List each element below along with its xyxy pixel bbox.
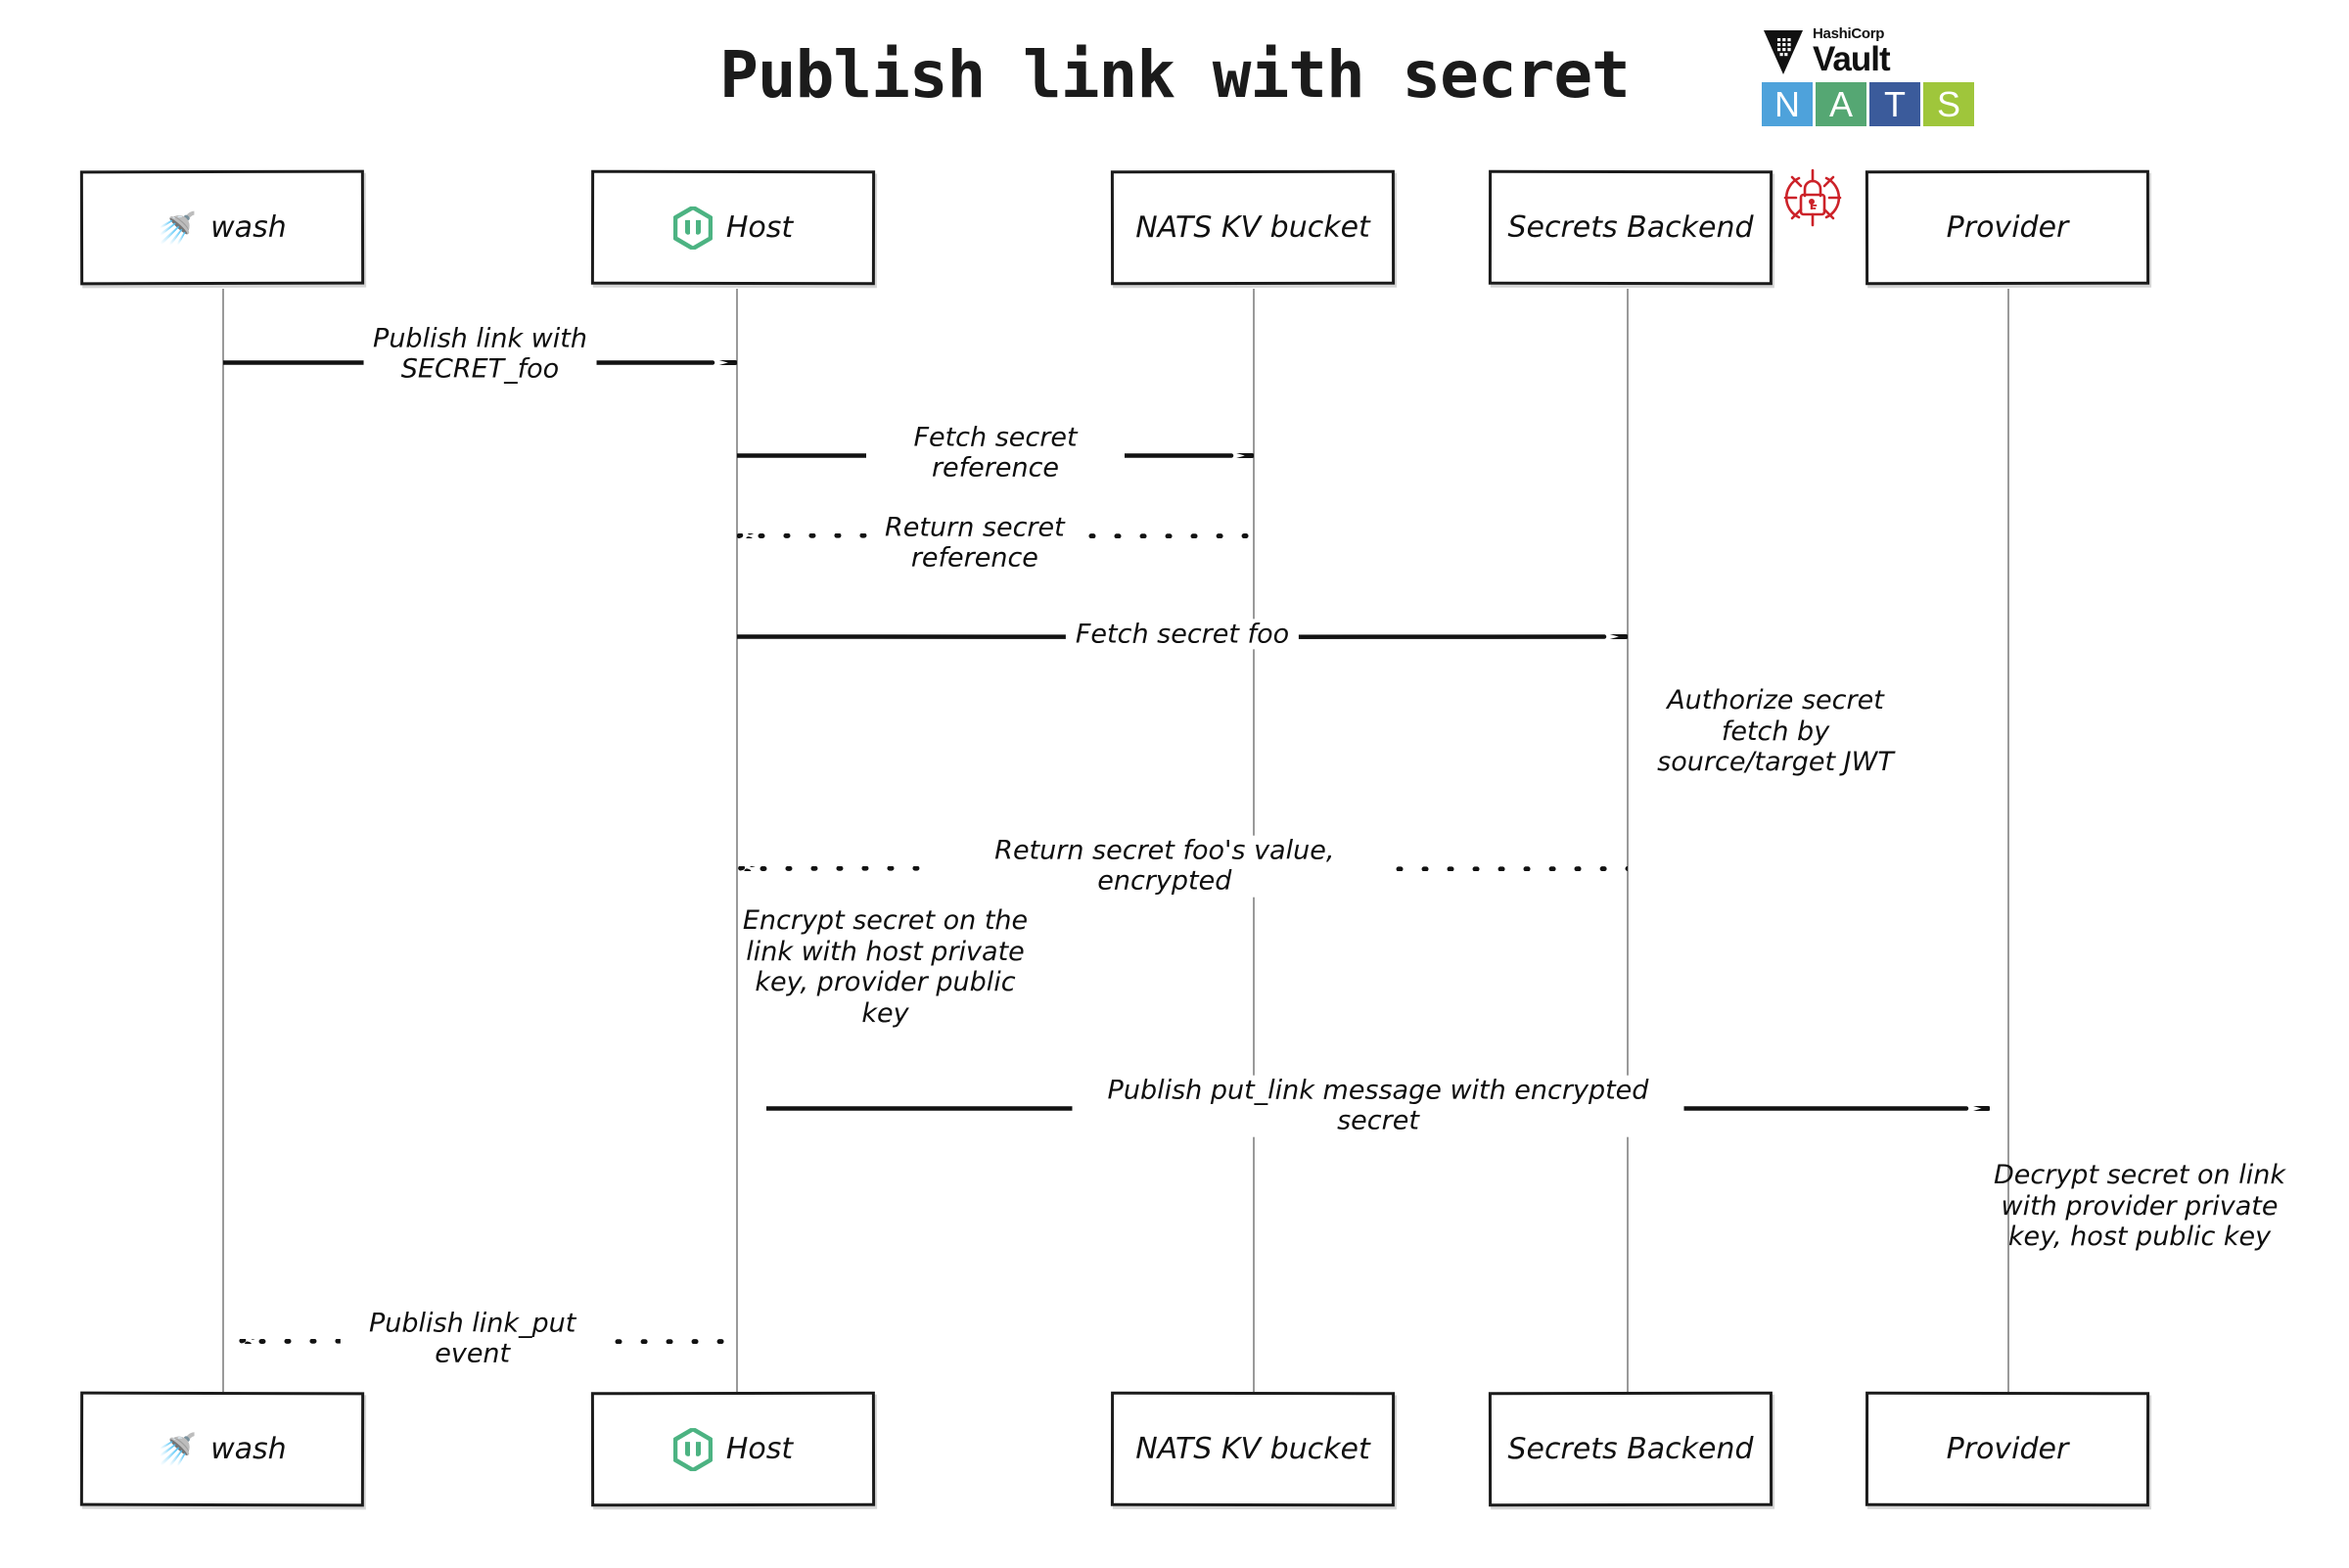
- participant-host-bottom[interactable]: Host: [590, 1391, 876, 1507]
- participant-natskv-top[interactable]: NATS KV bucket: [1110, 169, 1396, 286]
- participant-label-natskv-bottom: NATS KV bucket: [1135, 1431, 1370, 1467]
- participant-wash-bottom[interactable]: 🚿 wash: [79, 1391, 365, 1507]
- participant-provider-top[interactable]: Provider: [1865, 169, 2150, 286]
- message-label-publish-put-link: Publish put_link message with encrypted …: [1072, 1075, 1684, 1137]
- vault-funnel-icon: [1764, 30, 1803, 74]
- shower-emoji-icon: 🚿: [158, 208, 198, 247]
- shower-emoji-icon-bottom: 🚿: [158, 1430, 198, 1468]
- nats-tile-t: T: [1869, 82, 1920, 126]
- wasmcloud-hex-icon-bottom: [672, 1427, 713, 1471]
- logo-stack: HashiCorp Vault N A T S: [1762, 25, 1997, 126]
- message-label-return-secret-foo-value: Return secret foo's value, encrypted: [933, 835, 1397, 898]
- message-label-return-secret-reference: Return secret reference: [875, 512, 1075, 575]
- note-decrypt-secret-on-link: Decrypt secret on link with provider pri…: [1993, 1160, 2285, 1253]
- participant-label-secrets: Secrets Backend: [1507, 209, 1754, 246]
- participant-provider-bottom[interactable]: Provider: [1865, 1391, 2150, 1507]
- lifeline-wash: [222, 289, 224, 1392]
- participant-label-wash: wash: [210, 209, 287, 246]
- participant-natskv-bottom[interactable]: NATS KV bucket: [1110, 1391, 1396, 1507]
- message-label-fetch-secret-foo: Fetch secret foo: [1065, 619, 1300, 650]
- arrow-dotted-left: [737, 866, 1628, 871]
- page-title: Publish link with secret: [719, 37, 1631, 113]
- participant-label-provider: Provider: [1946, 209, 2069, 246]
- message-label-publish-link-put-event: Publish link_put event: [340, 1308, 605, 1370]
- vault-wordmark: HashiCorp Vault: [1813, 25, 1891, 78]
- vault-vendor-label: HashiCorp: [1813, 25, 1885, 42]
- nats-letter-s: S: [1936, 83, 1960, 124]
- message-label-publish-link-with-secret: Publish link with SECRET_foo: [363, 323, 597, 386]
- participant-wash-top[interactable]: 🚿 wash: [79, 169, 365, 286]
- message-label-fetch-secret-reference: Fetch secret reference: [866, 422, 1125, 484]
- nats-letter-a: A: [1828, 83, 1853, 124]
- participant-host-top[interactable]: Host: [590, 169, 876, 286]
- nats-tile-n: N: [1762, 82, 1813, 126]
- participant-label-host: Host: [725, 209, 794, 246]
- participant-secrets-top[interactable]: Secrets Backend: [1488, 169, 1773, 286]
- red-padlock-crosshair-icon: [1783, 168, 1842, 227]
- lifeline-host: [736, 289, 738, 1392]
- note-encrypt-secret-on-link: Encrypt secret on the link with host pri…: [742, 905, 1029, 1029]
- participant-label-natskv: NATS KV bucket: [1135, 209, 1370, 246]
- nats-logo: N A T S: [1762, 82, 1997, 126]
- nats-tile-a: A: [1816, 82, 1866, 126]
- nats-tile-s: S: [1923, 82, 1974, 126]
- arrow-dotted-left: [737, 533, 1254, 538]
- note-authorize-secret-fetch: Authorize secret fetch by source/target …: [1657, 685, 1894, 778]
- participant-label-host-bottom: Host: [725, 1431, 794, 1467]
- participant-label-provider-bottom: Provider: [1946, 1431, 2069, 1467]
- vault-product-label: Vault: [1813, 40, 1891, 78]
- participant-label-secrets-bottom: Secrets Backend: [1507, 1431, 1754, 1467]
- lifeline-secrets: [1627, 289, 1629, 1392]
- lifeline-provider: [2007, 289, 2009, 1392]
- participant-label-wash-bottom: wash: [210, 1431, 287, 1467]
- participant-secrets-bottom[interactable]: Secrets Backend: [1488, 1391, 1773, 1507]
- hashicorp-vault-logo: HashiCorp Vault: [1762, 25, 1997, 76]
- wasmcloud-hex-icon: [672, 206, 713, 250]
- nats-letter-t: T: [1884, 83, 1906, 124]
- nats-letter-n: N: [1774, 83, 1800, 124]
